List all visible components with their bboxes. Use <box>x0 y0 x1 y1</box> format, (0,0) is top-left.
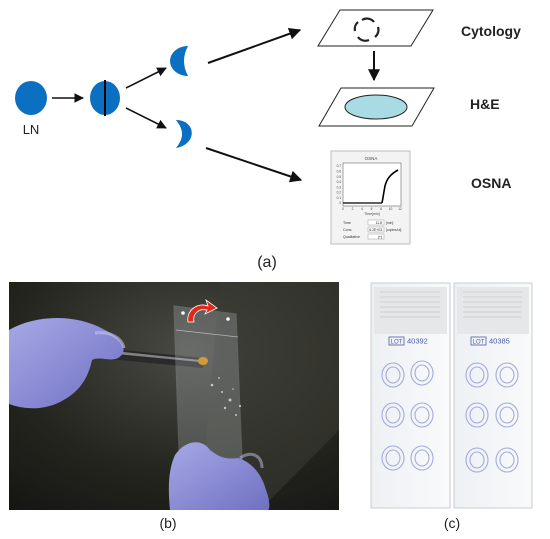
rotation-arrow-icon <box>187 298 218 323</box>
panel-a-label: (a) <box>257 254 277 271</box>
output-label-cytology: Cytology <box>461 23 521 39</box>
left-glove <box>9 317 124 409</box>
osna-y-tick-label: 0.5 <box>337 175 342 179</box>
osna-form-label-conc: Conc. <box>343 228 352 232</box>
right-glove <box>168 442 270 510</box>
lot-number-2: 40385 <box>489 337 510 346</box>
osna-x-tick-label: 8 <box>380 207 382 211</box>
osna-y-tick-label: 0.3 <box>337 185 342 189</box>
osna-x-tick-label: 2 <box>352 207 354 211</box>
osna-curve <box>381 169 399 204</box>
he-tissue <box>344 94 408 120</box>
osna-x-tick-label: 6 <box>371 207 373 211</box>
osna-form-label-qual: Qualitative <box>343 235 360 239</box>
osna-form-value-qual: (+) <box>378 235 382 239</box>
osna-y-tick-label: 0.6 <box>337 169 342 173</box>
lymph-node-label: LN <box>23 122 40 137</box>
osna-form-label-time: Time <box>343 221 351 225</box>
lot-tag-label-2: LOT <box>473 340 485 346</box>
panel-b-photo: (b) <box>9 282 339 531</box>
osna-y-tick-label: 0.4 <box>337 180 342 184</box>
cytology-circle-icon <box>353 17 380 42</box>
panel-a: LN Cytology H&E <box>15 9 521 271</box>
output-label-osna: OSNA <box>471 175 511 191</box>
osna-form: Time 11.8 [min] Conc. 6.2E+03 [copies/ul… <box>343 219 401 240</box>
osna-x-tick-label: 12 <box>398 207 402 211</box>
osna-form-unit-conc: [copies/ul] <box>386 228 401 232</box>
lot-tag-label-1: LOT <box>391 340 403 346</box>
output-label-he: H&E <box>470 96 500 112</box>
osna-y-ticks: 0.70.6 0.50.40.3 0.20.10 <box>337 164 342 205</box>
panel-b-label: (b) <box>159 515 176 531</box>
osna-y-tick-label: 0 <box>339 201 341 205</box>
osna-y-tick-label: 0.2 <box>337 191 342 195</box>
osna-x-tick-label: 4 <box>361 207 363 211</box>
slide-40385: LOT 40385 <box>453 282 533 509</box>
slide-40392: LOT 40392 <box>370 282 451 509</box>
lower-half-node <box>176 120 192 148</box>
osna-plot-title: OSNA <box>365 156 378 161</box>
lymph-node <box>15 81 47 115</box>
panel-c-photo: LOT 40392 LOT 40385 <box>363 278 533 531</box>
lot-number-1: 40392 <box>407 337 428 346</box>
lot-tag-1 <box>388 336 405 346</box>
osna-y-tick-label: 0.7 <box>337 164 342 168</box>
lot-tag-2 <box>470 336 487 346</box>
osna-form-value-conc: 6.2E+03 <box>369 228 382 232</box>
arrow-to-upper-half <box>125 67 167 89</box>
osna-x-tick-label: 0 <box>342 207 344 211</box>
upper-half-fill <box>174 46 188 76</box>
osna-form-unit-time: [min] <box>386 221 393 225</box>
panel-c-label: (c) <box>444 515 460 531</box>
cytology-slide <box>317 9 434 47</box>
arrow-to-lower-half <box>125 107 167 129</box>
osna-plot-area <box>342 162 402 207</box>
osna-x-ticks: 0 2 4 6 8 10 12 <box>342 207 402 211</box>
osna-y-tick-label: 0.1 <box>337 196 342 200</box>
osna-x-label: Time[min] <box>364 212 379 216</box>
arrow-to-osna <box>205 147 303 183</box>
osna-x-tick-label: 10 <box>389 207 393 211</box>
osna-form-value-time: 11.8 <box>376 221 382 225</box>
tissue-sample <box>198 357 208 365</box>
arrow-to-cytology <box>207 27 302 64</box>
